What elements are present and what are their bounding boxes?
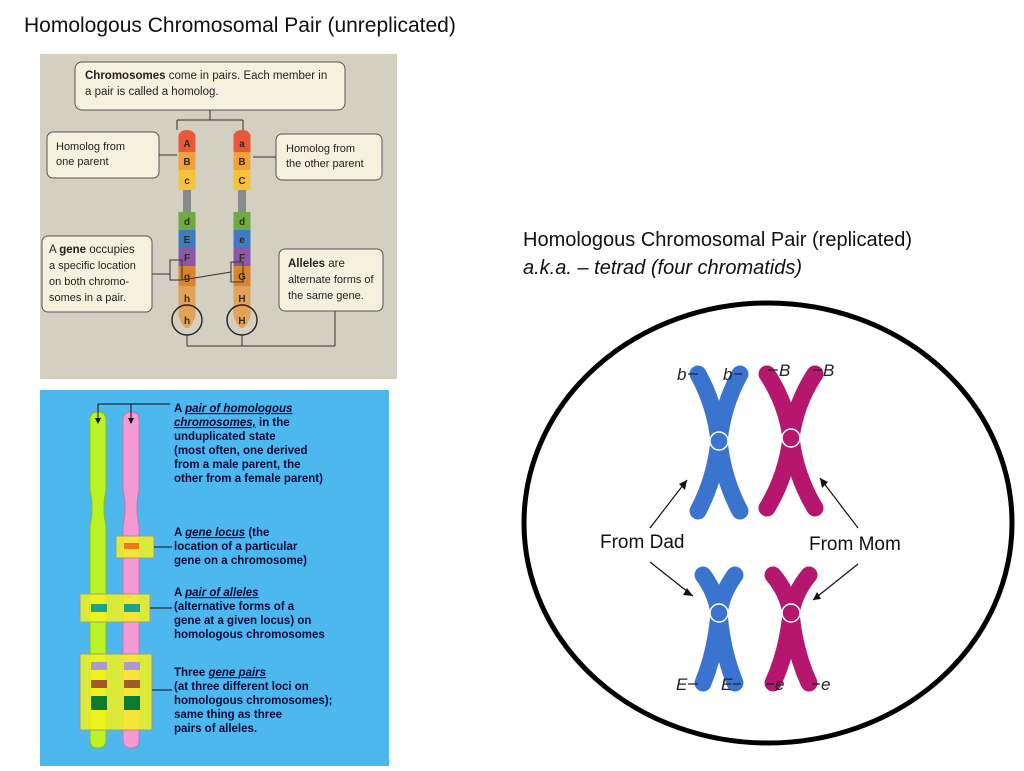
homolog-right-band-7: [233, 266, 251, 286]
arrow-mom-down: [812, 563, 859, 601]
homolog-left-gene-label-tail: h: [184, 316, 190, 327]
homolog-left-band-7: [178, 266, 196, 286]
homolog-right-band-5: [233, 230, 251, 248]
cell-outline: [521, 300, 1015, 746]
alleles-box-line3: the same gene.: [288, 290, 364, 302]
gene-box-line3: on both chromo-: [49, 276, 129, 288]
tetrad-diagram-panel: From Dad From Mom b b B B E E e e: [520, 300, 1020, 760]
from-mom-label: From Mom: [809, 534, 901, 555]
mom-chromosome-bottom: [764, 566, 818, 692]
homolog-left-gene-label-8: h: [184, 294, 190, 305]
right-title-sub: a.k.a. – tetrad (four chromatids): [523, 257, 803, 279]
from-dad-label: From Dad: [600, 532, 684, 553]
ann4-line2: (at three different loci on: [174, 681, 309, 693]
ann4-line5: pairs of alleles.: [174, 723, 257, 735]
homolog-left-gene-label-1: A: [183, 139, 190, 150]
alleles-box-line2: alternate forms of: [288, 274, 375, 286]
allele-label-top-1: b: [677, 365, 686, 384]
homolog-right-gene-label-1: a: [239, 139, 245, 150]
ann3-line2: (alternative forms of a: [174, 601, 295, 613]
homolog-left-band-1: [178, 134, 196, 152]
homolog-right-gene-label-4: d: [239, 217, 245, 228]
ann2-line3: gene on a chromosome): [174, 555, 307, 567]
ann3-line3: gene at a given locus) on: [174, 615, 311, 627]
gene-box-line2: a specific location: [49, 260, 136, 272]
ann3-line1: A pair of alleles: [174, 587, 259, 599]
gene-locus-band: [124, 543, 139, 549]
mom-chromosome-top: [758, 365, 824, 517]
alleles-box: [278, 248, 384, 312]
homolog-left-band-2: [178, 152, 196, 170]
homolog-left-gene-label-4: d: [184, 217, 190, 228]
allele-label-bottom-2: E: [721, 675, 733, 694]
allele-label-top-2: b: [723, 365, 732, 384]
tetrad-diagram: From Dad From Mom b b B B E E e e: [521, 300, 1015, 746]
ann2-line2: location of a particular: [174, 541, 298, 553]
allele-label-bottom-4: e: [821, 675, 830, 694]
unreplicated-diagram: Chromosomes come in pairs. Each member i…: [41, 61, 384, 347]
arrow-dad-up: [649, 479, 688, 529]
homolog-other-box: [275, 133, 383, 181]
slide-title-left: Homologous Chromosomal Pair (unreplicate…: [24, 14, 456, 37]
homolog-right-band-2: [233, 152, 251, 170]
homolog-right-gene-label-tail: H: [238, 316, 245, 327]
homolog-right-band-1: [233, 134, 251, 152]
homolog-right-gene-label-5: e: [239, 235, 245, 246]
slide-title-right: Homologous Chromosomal Pair (replicated)…: [523, 226, 912, 282]
ann1-line3: unduplicated state: [174, 431, 276, 443]
homolog-left-gene-label-6: F: [184, 253, 190, 264]
homolog-left-band-4: [178, 212, 196, 230]
right-title-main: Homologous Chromosomal Pair (replicated): [523, 229, 913, 251]
ann2-line1: A gene locus (the: [174, 527, 269, 539]
homolog-left-gene-label-2: B: [183, 157, 190, 168]
locus-diagram: A pair of homologous chromosomes, in the…: [79, 403, 332, 749]
homolog-other-line1: Homolog from: [286, 143, 355, 155]
homolog-left-band-3: [178, 170, 196, 190]
alleles-box-line1: Alleles are: [288, 258, 345, 270]
homolog-one-line1: Homolog from: [56, 141, 125, 153]
homolog-right-band-3: [233, 170, 251, 190]
ann1-line6: other from a female parent): [174, 473, 323, 485]
locus-diagram-panel: A pair of homologous chromosomes, in the…: [40, 390, 389, 766]
homolog-left-gene-label-3: c: [184, 176, 190, 187]
allele-label-bottom-3: e: [775, 675, 784, 694]
homolog-one-box: [46, 131, 160, 179]
allele-label-top-4: B: [823, 361, 834, 380]
allele-label-bottom-1: E: [676, 675, 688, 694]
homolog-left-band-5: [178, 230, 196, 248]
dad-chromosome-top: [689, 365, 749, 520]
chromosomes-box-line2: a pair is called a homolog.: [85, 86, 219, 98]
unreplicated-diagram-panel: Chromosomes come in pairs. Each member i…: [40, 54, 397, 379]
homolog-right-band-4: [233, 212, 251, 230]
ann1-line5: from a male parent, the: [174, 459, 301, 471]
dad-chromosome-bottom: [694, 566, 744, 692]
ann3-line4: homologous chromosomes: [174, 629, 325, 641]
homolog-right-gene-label-6: F: [239, 253, 245, 264]
homolog-left-gene-label-5: E: [184, 235, 191, 246]
gene-box-line4: somes in a pair.: [49, 292, 126, 304]
homolog-right-gene-label-8: H: [238, 294, 245, 305]
homolog-other-line2: the other parent: [286, 158, 364, 170]
homolog-right-gene-label-7: G: [238, 272, 246, 283]
ann4-line4: same thing as three: [174, 709, 282, 721]
homolog-right-gene-label-2: B: [238, 157, 245, 168]
allele-label-top-3: B: [779, 361, 790, 380]
ann4-line3: homologous chromosomes);: [174, 695, 332, 707]
homolog-left-gene-label-7: g: [184, 272, 190, 283]
gene-pairs-box: [79, 653, 153, 731]
chromosomes-box-line1: Chromosomes come in pairs. Each member i…: [85, 70, 327, 82]
homolog-left-band-6: [178, 248, 196, 266]
ann1-line4: (most often, one derived: [174, 445, 308, 457]
gene-box-line1: A gene occupies: [49, 244, 135, 256]
ann1-line2: chromosomes, in the: [174, 417, 290, 429]
arrow-mom-up: [819, 477, 859, 529]
ann4-line1: Three gene pairs: [174, 667, 266, 679]
homolog-one-line2: one parent: [56, 156, 109, 168]
homolog-right-gene-label-3: C: [238, 176, 245, 187]
ann1-line1: A pair of homologous: [174, 403, 292, 415]
